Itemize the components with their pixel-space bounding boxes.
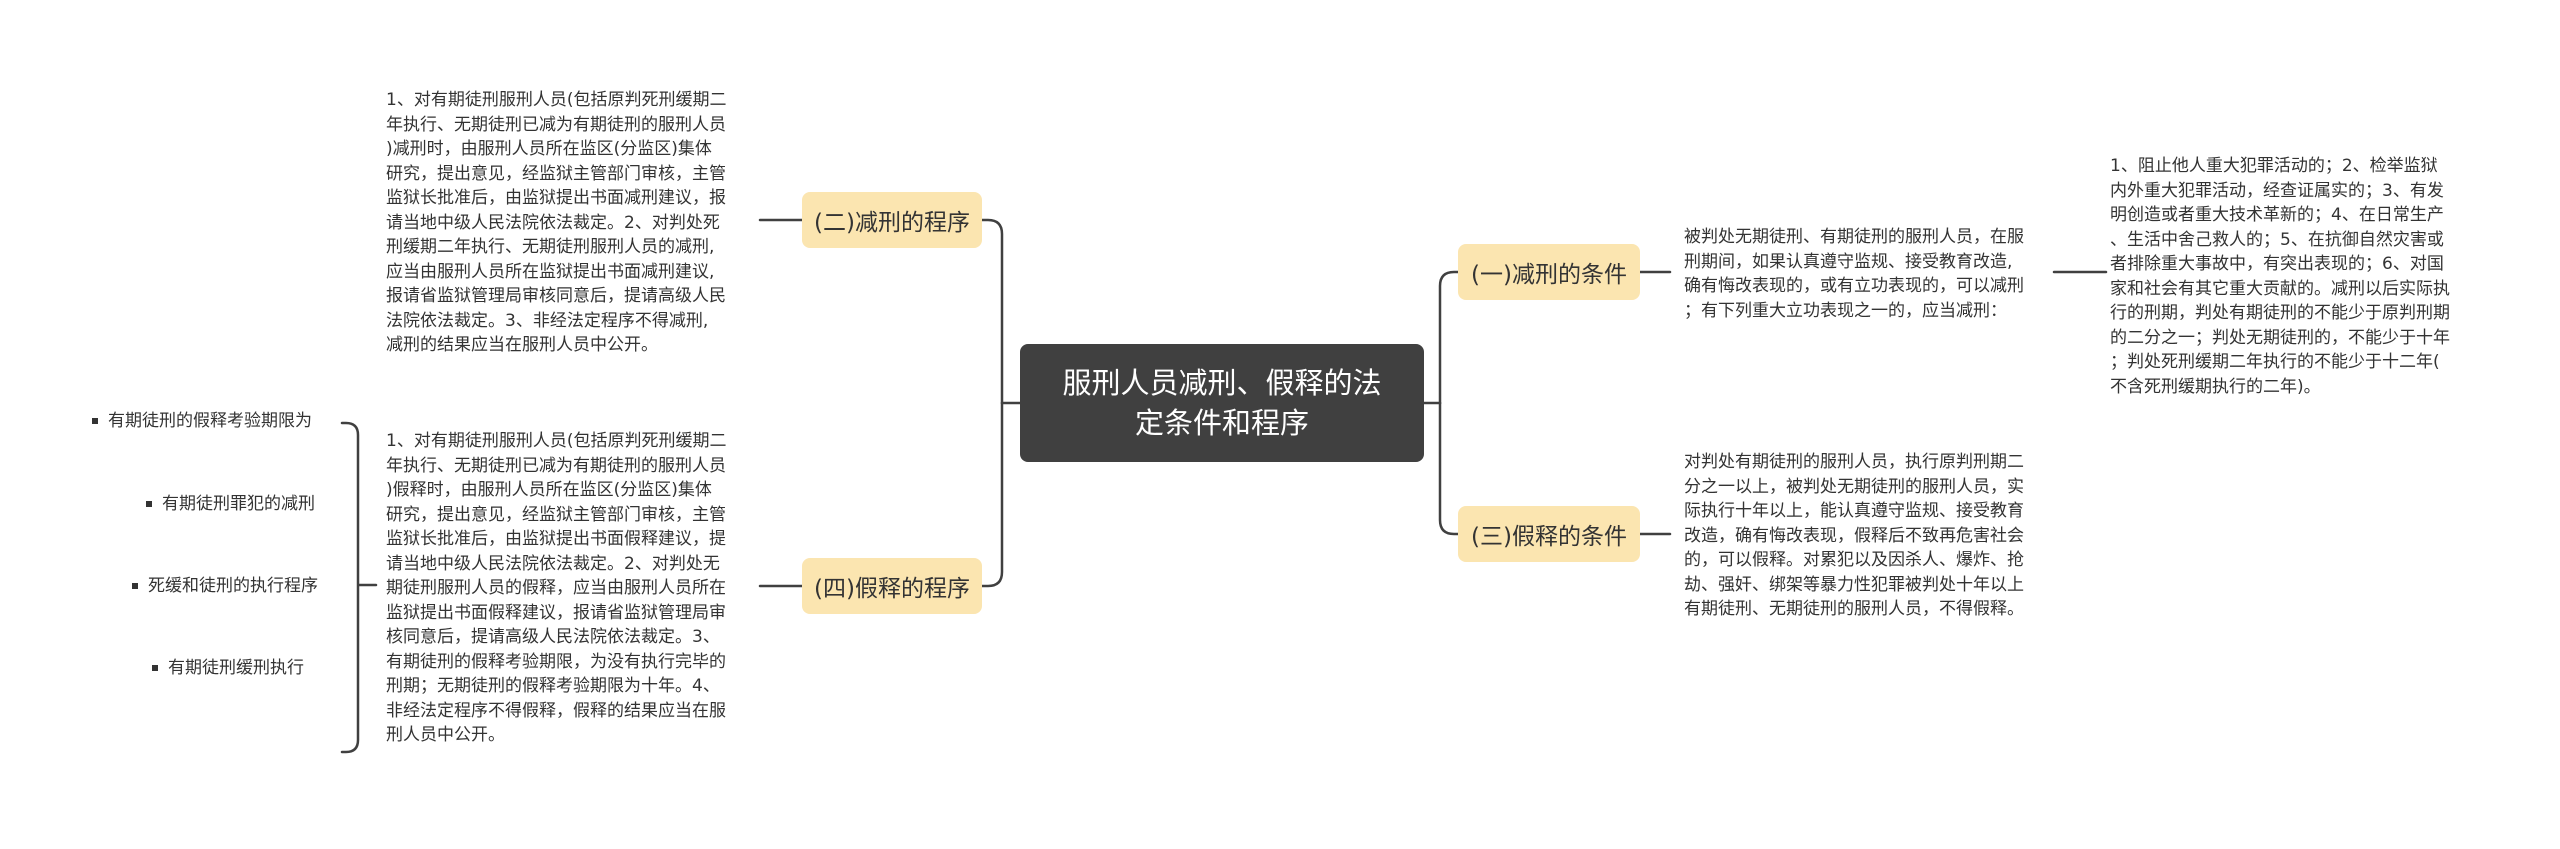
bullet-icon	[146, 501, 152, 507]
text-jiashi-tiaojian: 对判处有期徒刑的服刑人员，执行原判刑期二 分之一以上，被判处无期徒刑的服刑人员，…	[1684, 452, 2024, 619]
connector-leaves-bracket	[340, 421, 378, 754]
connector-root-to-jianxing-chengxu	[980, 218, 1004, 405]
bullet-icon	[92, 418, 98, 424]
branch-jiashi-chengxu[interactable]: (四)假释的程序	[802, 558, 982, 614]
leaf-item-2[interactable]: 有期徒刑罪犯的减刑	[146, 492, 315, 516]
root-node-title[interactable]: 服刑人员减刑、假释的法 定条件和程序	[1020, 344, 1424, 462]
leaf-label: 有期徒刑罪犯的减刑	[162, 494, 315, 514]
text-jiashi-chengxu: 1、对有期徒刑服刑人员(包括原判死刑缓期二 年执行、无期徒刑已减为有期徒刑的服刑…	[386, 431, 727, 745]
leaf-label: 有期徒刑缓刑执行	[168, 658, 304, 678]
branch-jianxing-tiaojian[interactable]: (一)减刑的条件	[1458, 244, 1640, 300]
text-jianxing-tiaojian: 被判处无期徒刑、有期徒刑的服刑人员，在服 刑期间，如果认真遵守监规、接受教育改造…	[1684, 227, 2024, 321]
leaf-label: 死缓和徒刑的执行程序	[148, 576, 318, 596]
bullet-icon	[152, 665, 158, 671]
connector-root-to-jiashi-chengxu	[980, 401, 1004, 588]
leaf-item-3[interactable]: 死缓和徒刑的执行程序	[132, 574, 318, 598]
leaf-label: 有期徒刑的假释考验期限为	[108, 411, 312, 431]
bullet-icon	[132, 583, 138, 589]
text-jianxing-tiaojian-sub: 1、阻止他人重大犯罪活动的；2、检举监狱 内外重大犯罪活动，经查证属实的；3、有…	[2110, 156, 2450, 397]
leaf-item-1[interactable]: 有期徒刑的假释考验期限为	[92, 409, 312, 433]
text-jianxing-chengxu: 1、对有期徒刑服刑人员(包括原判死刑缓期二 年执行、无期徒刑已减为有期徒刑的服刑…	[386, 90, 727, 355]
connector-root-to-jiashi-tiaojian	[1438, 401, 1460, 536]
leaf-item-4[interactable]: 有期徒刑缓刑执行	[152, 656, 304, 680]
branch-jiashi-tiaojian[interactable]: (三)假释的条件	[1458, 506, 1640, 562]
connector-root-to-jianxing-tiaojian	[1438, 270, 1460, 405]
branch-jianxing-chengxu[interactable]: (二)减刑的程序	[802, 192, 982, 248]
